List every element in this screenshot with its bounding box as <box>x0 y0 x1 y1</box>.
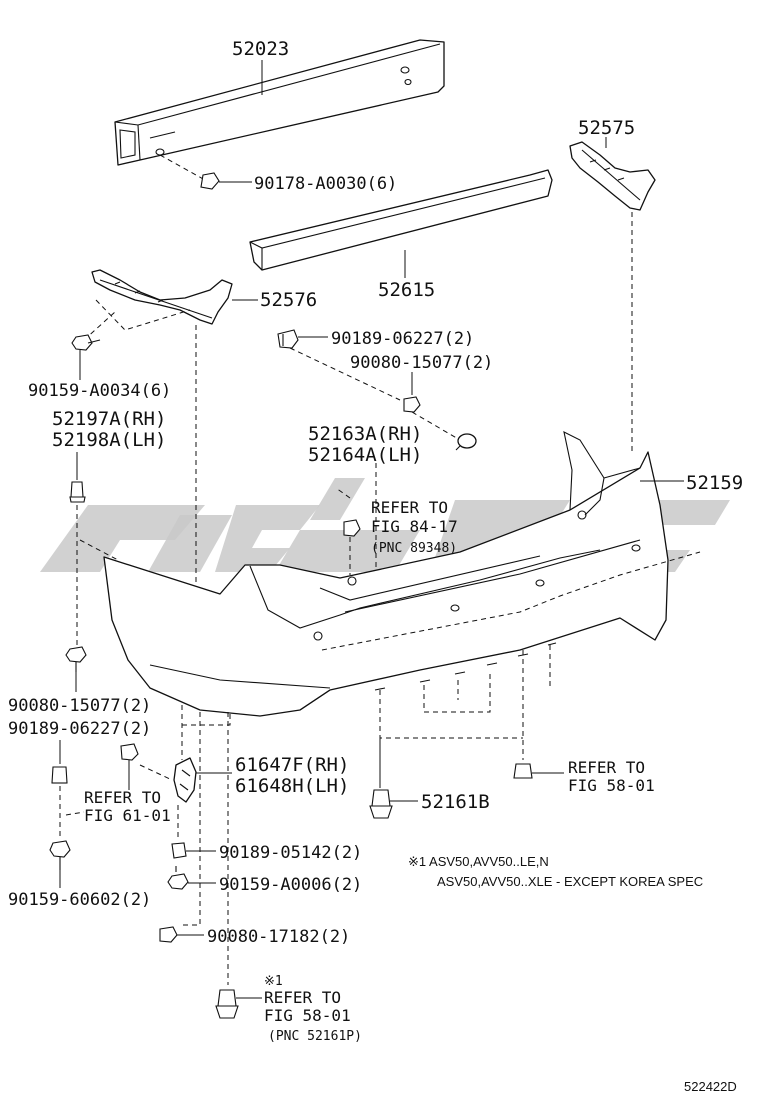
label-90080-15077-left: 90080-15077(2) <box>8 696 151 716</box>
label-52023: 52023 <box>232 38 289 60</box>
dash-ref61 <box>65 811 85 816</box>
clip-icon <box>69 481 86 503</box>
clip-icon <box>369 789 393 819</box>
ref84-fig: FIG 84-17 <box>371 517 458 536</box>
bolt-icon <box>65 646 87 672</box>
part-61647f-bracket <box>173 757 197 803</box>
label-90080-17182: 90080-17182(2) <box>207 927 350 947</box>
ref84-pnc: (PNC 89348) <box>371 541 457 556</box>
label-52197a: 52197A(RH) <box>52 408 166 430</box>
clip-icon <box>171 842 187 859</box>
dash-bumper-mount <box>321 551 701 651</box>
dash-52197a-b <box>79 539 119 561</box>
label-52198a: 52198A(LH) <box>52 429 166 451</box>
clip-icon <box>277 329 299 349</box>
nut-icon <box>403 396 421 413</box>
dash-52161b-a <box>379 690 523 739</box>
bolt-icon <box>49 840 71 870</box>
label-52615: 52615 <box>378 279 435 301</box>
ref84-refer: REFER TO <box>371 498 448 517</box>
label-90080-15077-top: 90080-15077(2) <box>350 353 493 373</box>
note-line-2: ASV50,AVV50..XLE - EXCEPT KOREA SPEC <box>437 874 703 889</box>
dash-nut-top <box>411 411 461 441</box>
label-52159: 52159 <box>686 472 743 494</box>
label-61647f: 61647F(RH) <box>235 754 349 776</box>
label-90159-60602: 90159-60602(2) <box>8 890 151 910</box>
dash-clip-top <box>289 347 401 401</box>
label-52164a: 52164A(LH) <box>308 444 422 466</box>
label-90189-06227-left: 90189-06227(2) <box>8 719 151 739</box>
label-90159-a0006: 90159-A0006(2) <box>219 875 362 895</box>
label-52575: 52575 <box>578 117 635 139</box>
note-line-1: ※1 ASV50,AVV50..LE,N <box>408 854 549 869</box>
part-52023-reinforcement <box>114 39 445 166</box>
illustration-id: 522422D <box>684 1079 737 1094</box>
dash-ref61-b <box>139 764 173 781</box>
dash-52161b-b <box>423 670 491 713</box>
part-52163a-reflector <box>455 433 477 451</box>
clip-icon <box>215 989 239 1019</box>
ref58b-mark: ※1 <box>264 974 283 989</box>
nut-icon <box>159 926 178 943</box>
part-52575-bracket <box>569 141 656 211</box>
label-52161b: 52161B <box>421 791 490 813</box>
label-90189-05142: 90189-05142(2) <box>219 843 362 863</box>
part-52615-absorber <box>249 169 553 271</box>
bolt-icon <box>71 334 101 351</box>
bolt-icon <box>167 866 189 890</box>
dash-52576-a <box>95 299 191 331</box>
dash-ref84-b <box>335 487 351 499</box>
dash-52576-c <box>83 311 116 341</box>
clip-icon <box>120 743 139 761</box>
clip-icon <box>513 763 533 779</box>
ref58b-pnc: (PNC 52161P) <box>268 1029 362 1044</box>
ref58a-fig: FIG 58-01 <box>568 776 655 795</box>
ref61-refer: REFER TO <box>84 788 161 807</box>
nut-icon <box>200 172 220 190</box>
ref58a-refer: REFER TO <box>568 758 645 777</box>
dash-61647f-c <box>182 712 201 926</box>
label-90159-a0034: 90159-A0034(6) <box>28 381 171 401</box>
part-52576-bracket <box>91 269 233 325</box>
ref58b-fig: FIG 58-01 <box>264 1006 351 1025</box>
label-61648h: 61648H(LH) <box>235 775 349 797</box>
ref58b-refer: REFER TO <box>264 988 341 1007</box>
label-52163a: 52163A(RH) <box>308 423 422 445</box>
clip-icon <box>51 766 68 784</box>
nut-icon <box>343 519 361 537</box>
label-90178: 90178-A0030(6) <box>254 174 397 194</box>
part-52159-bumper-cover <box>103 430 669 717</box>
label-90189-06227-top: 90189-06227(2) <box>331 329 474 349</box>
label-52576: 52576 <box>260 289 317 311</box>
ref61-fig: FIG 61-01 <box>84 806 171 825</box>
dash-61647f-b <box>182 712 231 726</box>
watermark-logo <box>40 478 730 572</box>
dash-52023-nut <box>159 154 206 181</box>
